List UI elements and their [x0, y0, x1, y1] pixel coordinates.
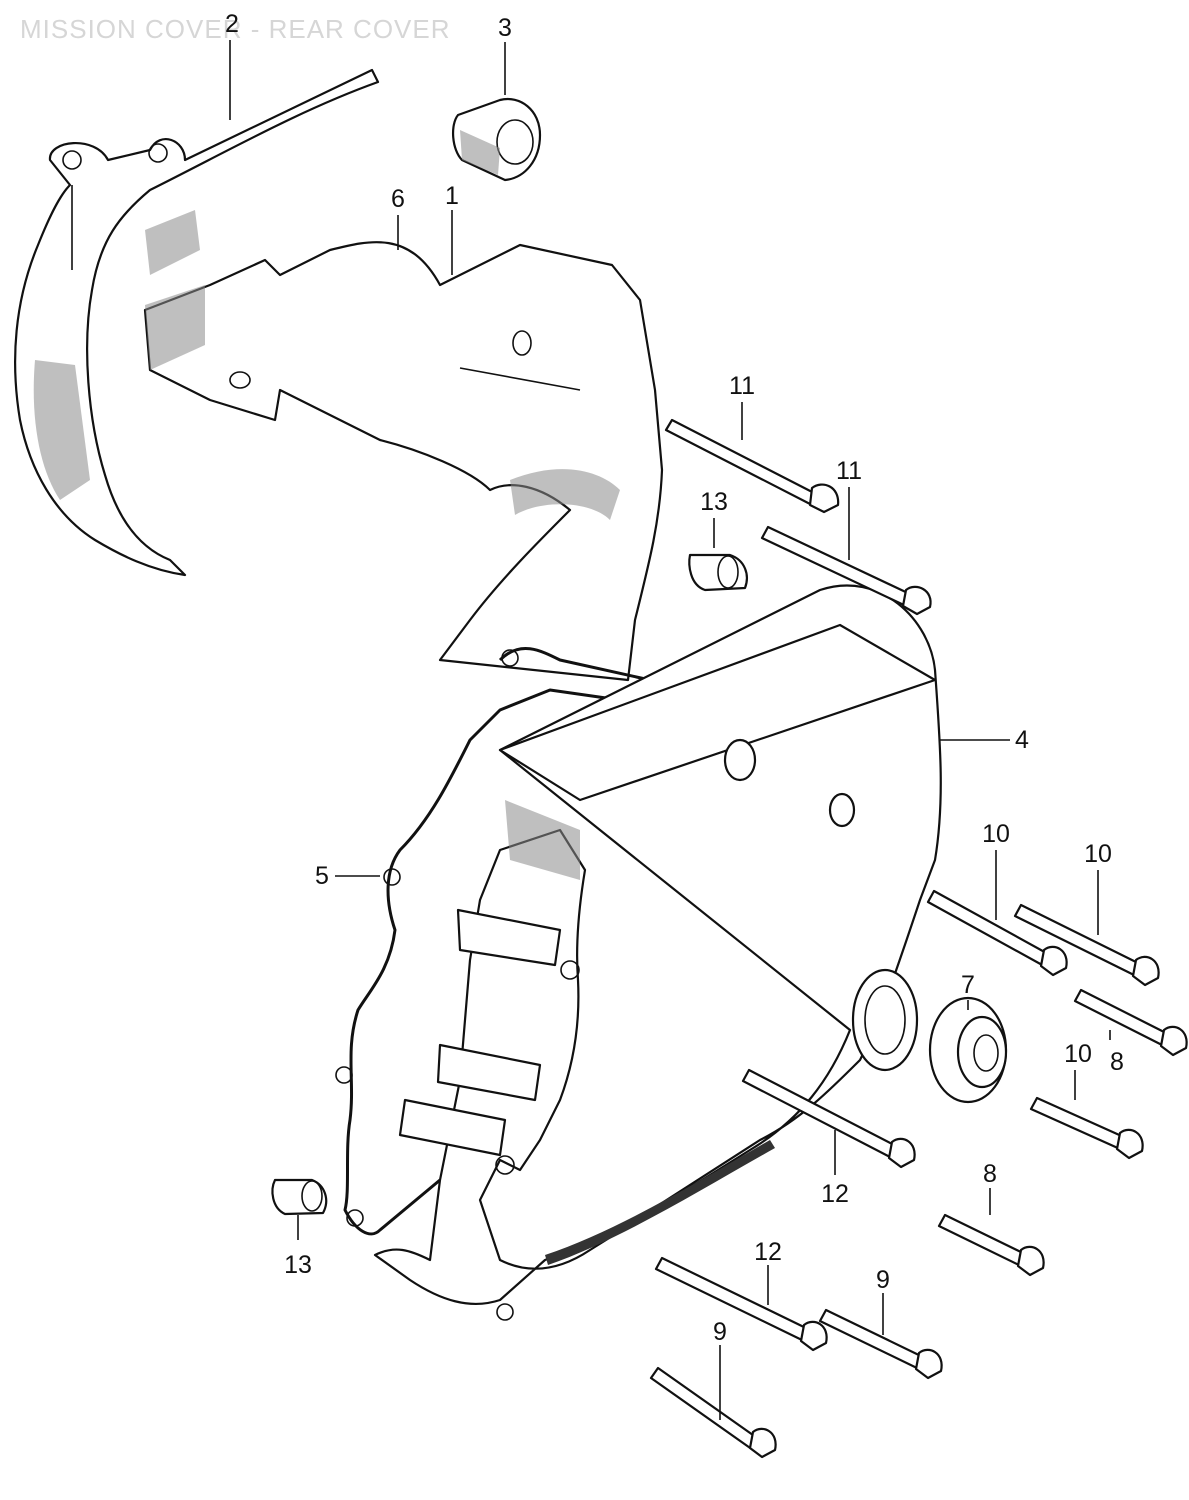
callout-13-b: 13	[284, 1251, 312, 1279]
part-5-gasket	[335, 646, 652, 1236]
callout-2: 2	[225, 10, 239, 38]
callout-9-b: 9	[713, 1318, 727, 1346]
part-11-bolt-a	[664, 418, 840, 514]
part-12-bolt-b	[654, 1256, 828, 1352]
callout-4: 4	[1015, 726, 1029, 754]
part-13-dowel-lower	[271, 1178, 328, 1216]
callout-labels: 2 3 6 1 11 11 13 4 5 10 10 7 8 10 12 8 1…	[225, 10, 1124, 1346]
callout-6: 6	[391, 185, 405, 213]
callout-10-a: 10	[982, 820, 1010, 848]
callout-9-a: 9	[876, 1266, 890, 1294]
callout-13-a: 13	[700, 488, 728, 516]
callout-5: 5	[315, 862, 329, 890]
callout-10-c: 10	[1064, 1040, 1092, 1068]
callout-11-a: 11	[729, 372, 755, 400]
part-12-bolt-a	[741, 1068, 916, 1169]
callout-10-b: 10	[1084, 840, 1112, 868]
callout-7: 7	[961, 971, 975, 999]
part-10-bolt-c	[1029, 1096, 1144, 1160]
part-10-bolt-a	[926, 889, 1068, 977]
callout-12-a: 12	[821, 1180, 849, 1208]
part-1-upper-cover	[143, 241, 664, 682]
part-9-bolt-b	[649, 1366, 777, 1459]
part-7-oil-seal	[928, 996, 1008, 1104]
part-10-bolt-b	[1013, 903, 1160, 987]
callout-3: 3	[498, 14, 512, 42]
part-8-bolt-b	[937, 1213, 1045, 1277]
callout-1: 1	[445, 182, 459, 210]
callout-8-a: 8	[1110, 1048, 1124, 1076]
diagram-title: MISSION COVER - REAR COVER	[20, 14, 451, 44]
leader-lines	[229, 40, 1111, 1420]
part-2-chain-guard	[14, 68, 380, 577]
part-9-bolt-a	[818, 1308, 943, 1380]
part-11-bolt-b	[760, 525, 932, 616]
part-3-collar	[452, 97, 542, 182]
callout-8-b: 8	[983, 1160, 997, 1188]
part-4-rear-cover	[373, 584, 942, 1321]
part-8-bolt-a	[1073, 988, 1188, 1057]
callout-11-b: 11	[836, 457, 862, 485]
part-13-dowel-upper	[688, 553, 748, 592]
callout-12-b: 12	[754, 1238, 782, 1266]
